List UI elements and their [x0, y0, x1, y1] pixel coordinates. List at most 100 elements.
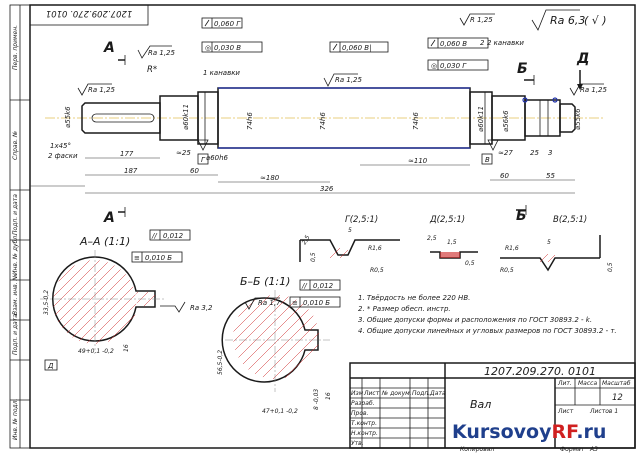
- detail-v: В(2,5:1) R1,6 R0,5 5 0,5: [500, 215, 614, 274]
- section-bb-tolerance-1: // 0,012: [299, 279, 341, 291]
- dim-3: 3: [548, 149, 552, 157]
- keyway-left: [91, 113, 155, 123]
- tolerance-frame-5: ◎ 0,030 Г: [427, 59, 489, 71]
- format-value: А3: [589, 446, 598, 453]
- tolerance-frame-4: 0,060 В: [427, 37, 489, 49]
- general-roughness-value: Ra 6,3: [550, 14, 585, 27]
- section-aa-tol-1-value: 0,012: [163, 232, 184, 240]
- margin-label-1: Справ. №: [12, 131, 19, 160]
- svg-text:В: В: [485, 156, 490, 164]
- chamfer-note: 2 фаски: [48, 152, 78, 160]
- dim-180: ≈180: [260, 174, 280, 182]
- dim-d-left-shoulder: ⌀60k11: [182, 104, 190, 130]
- tolerance-frame-2: ◎ 0,030 В: [201, 41, 263, 53]
- note-1: 1. Твёрдость не более 220 НВ.: [358, 294, 470, 302]
- margin-label-4: Взам. инв. №: [12, 274, 19, 315]
- tb-masshtab: Масштаб: [602, 380, 631, 387]
- technical-notes: 1. Твёрдость не более 220 НВ. 2. * Разме…: [358, 294, 617, 335]
- chamfer-label: 1x45°: [50, 142, 71, 150]
- dim-187: 187: [124, 167, 138, 175]
- title-part-name: Вал: [470, 398, 491, 411]
- roughness-ra125-right: Ra 1,25: [580, 86, 608, 94]
- section-aa-roughness: Ra 3,2: [190, 304, 213, 312]
- section-aa-label: А–А (1:1): [79, 235, 130, 248]
- margin-label-0: Перв. примен.: [12, 25, 19, 70]
- svg-text:Г: Г: [201, 156, 206, 164]
- section-bb-dim-s: 8 -0,03: [313, 389, 320, 410]
- margin-label-2: Подп. и дата: [12, 194, 19, 235]
- section-aa-tolerance-1: // 0,012: [149, 229, 191, 241]
- detail-g-r1: R1,6: [368, 245, 382, 252]
- tolerance-1-value: 0,060 Г: [214, 20, 241, 28]
- section-bb-profile: [221, 297, 319, 383]
- roughness-ra125-top-right: R 1,25: [470, 16, 493, 24]
- copied-label: Копировал: [460, 446, 494, 453]
- section-bb-tol-1-value: 0,012: [313, 282, 334, 290]
- svg-text://: //: [151, 232, 157, 240]
- drawing-frame: [29, 4, 636, 449]
- dim-d-body-3: 74h6: [412, 112, 420, 130]
- margin-label-3: Инв. № дубл.: [12, 234, 19, 275]
- svg-text:≡: ≡: [292, 299, 298, 307]
- tb-podp: Подп.: [412, 390, 430, 397]
- detail-v-label: В(2,5:1): [553, 215, 587, 225]
- dim-60-left: 60: [190, 167, 199, 175]
- dim-27: ≈27: [498, 149, 513, 157]
- tb-izm: Изм: [351, 390, 364, 397]
- roughness-ra125-left: Ra 1,25: [88, 86, 116, 94]
- detail-g-label: Г(2,5:1): [345, 215, 378, 225]
- detail-d-d1: 2,5: [427, 235, 437, 242]
- tb-nkontr: Н.контр.: [351, 430, 378, 437]
- dim-55: 55: [546, 172, 555, 180]
- dimension-chains: 177 187 60 ≈180 326 ≈110 60 55 ≈25 ≈27 2…: [30, 149, 575, 194]
- tb-massa: Масса: [578, 380, 597, 387]
- dim-110: ≈110: [408, 157, 428, 165]
- tb-tkontr: Т.контр.: [351, 420, 377, 427]
- section-aa-profile: [52, 256, 156, 342]
- section-aa-dim-h: 33,5-0,2: [43, 290, 50, 315]
- view-marker-d: Д: [576, 51, 589, 67]
- svg-text:◎: ◎: [205, 44, 211, 52]
- svg-text:◎: ◎: [431, 62, 437, 70]
- svg-text://: //: [301, 282, 307, 290]
- section-aa-dim-s: 16: [123, 344, 130, 352]
- dim-60-right: 60: [500, 172, 509, 180]
- section-marker-a-bottom: А: [103, 210, 115, 226]
- roughness-r-star: R*: [147, 65, 157, 75]
- dim-d-body-1: 74h6: [246, 112, 254, 130]
- tb-list2: Лист: [557, 408, 574, 415]
- detail-d-d3: 0,5: [465, 260, 475, 267]
- title-scale-or-mass: 12: [612, 393, 623, 403]
- section-bb-dim-s2: 16: [325, 392, 332, 400]
- section-bb-dim-h: 56,5-0,2: [217, 350, 224, 375]
- groove-count-right: 2: [480, 39, 485, 47]
- detail-v-d2: 0,5: [607, 262, 614, 272]
- detail-g-d1: 5: [348, 227, 352, 234]
- section-aa-tol-2-value: 0,010 Б: [145, 254, 172, 262]
- tb-data: Дата: [429, 390, 446, 397]
- margin-label-6: Инв. № подл.: [12, 399, 19, 440]
- section-bb-dim-w: 47+0,1 -0,2: [262, 408, 298, 415]
- detail-g-r2: R0,5: [370, 267, 384, 274]
- tolerance-frame-3: 0,060 В|: [329, 41, 389, 53]
- dim-25-right: 25: [530, 149, 539, 157]
- tb-utv: Утв.: [351, 440, 364, 447]
- detail-d-d2: 1,5: [447, 239, 457, 246]
- drawing-number-rotated: 1207.209.270. 0101: [46, 8, 133, 18]
- detail-d: Д(2,5:1) 2,5 1,5 0,5: [427, 215, 478, 267]
- shaft-main-view: А А Б Б Д Ra 1,25 R* Ra 1,25 Ra 1,25 Ra …: [30, 9, 608, 226]
- right-end: [559, 103, 576, 133]
- dim-25-left: ≈25: [176, 149, 191, 157]
- title-drawing-number: 1207.209.270. 0101: [484, 365, 596, 378]
- note-4: 4. Общие допуски линейных и угловых разм…: [358, 327, 617, 335]
- detail-v-d1: 5: [547, 239, 551, 246]
- detail-g-d2: 0,5: [310, 252, 317, 262]
- groove-note-right: 2 канавки: [487, 39, 524, 47]
- dim-d-right-journal: ⌀56k6: [502, 110, 510, 132]
- format-label: Формат: [560, 446, 585, 453]
- tb-listov: Листов 1: [589, 408, 618, 415]
- roughness-ra125-top: Ra 1,25: [148, 49, 176, 57]
- tb-lit: Лит.: [557, 380, 572, 387]
- general-roughness: Ra 6,3 ( √ ): [531, 9, 607, 31]
